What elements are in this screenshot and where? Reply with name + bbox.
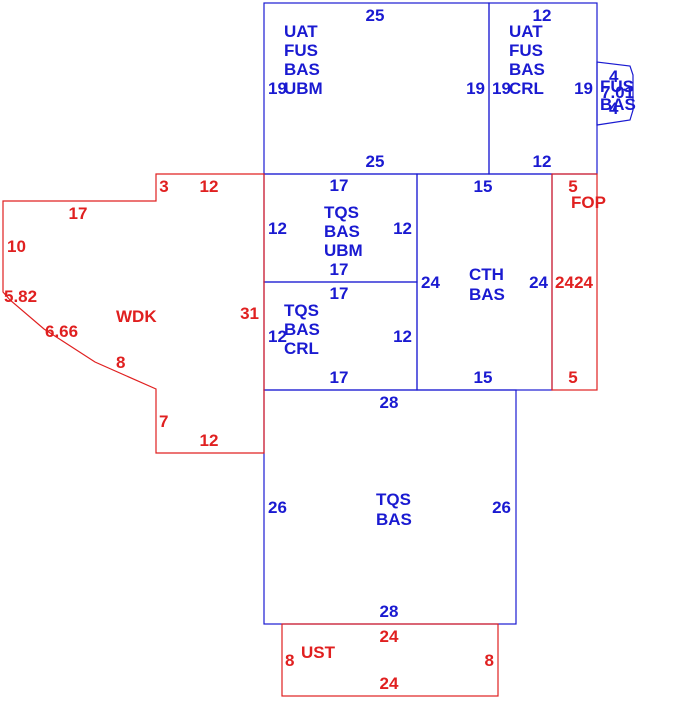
dimension-label: 10 bbox=[7, 237, 26, 256]
dimension-label: 24 bbox=[380, 627, 399, 646]
area-code-line: UAT bbox=[284, 22, 318, 41]
area-outline-fop bbox=[551, 173, 598, 391]
dimension-label: 17 bbox=[330, 176, 349, 195]
area-code-line: TQS bbox=[376, 490, 411, 509]
dimension-label: 12 bbox=[533, 6, 552, 25]
area-code-line: TQS bbox=[284, 301, 319, 320]
area-code-line: BAS bbox=[324, 222, 360, 241]
dimension-label: 8 bbox=[116, 353, 125, 372]
area-outline-ust bbox=[281, 623, 499, 697]
area-code-line: BAS bbox=[376, 510, 412, 529]
dimension-label: 19 bbox=[268, 79, 287, 98]
dimension-label: 15 bbox=[474, 368, 493, 387]
area-outline-wdk bbox=[2, 173, 265, 454]
dimension-label: 26 bbox=[268, 498, 287, 517]
area-code-line: FOP bbox=[571, 193, 606, 212]
dimension-label: 17 bbox=[330, 368, 349, 387]
dimension-label: 17 bbox=[330, 260, 349, 279]
dimension-label: 12 bbox=[200, 431, 219, 450]
dimension-label: 12 bbox=[533, 152, 552, 171]
dimension-label: 12 bbox=[393, 327, 412, 346]
dimension-label: 28 bbox=[380, 393, 399, 412]
area-code-line: UBM bbox=[324, 241, 363, 260]
dimension-label: 26 bbox=[492, 498, 511, 517]
dimension-label: 15 bbox=[474, 177, 493, 196]
area-code-line: FUS bbox=[284, 41, 318, 60]
area-code-line: UBM bbox=[284, 79, 323, 98]
area-code-line: FUS bbox=[509, 41, 543, 60]
dimension-label: 24 bbox=[555, 273, 574, 292]
dimension-label: 12 bbox=[268, 327, 287, 346]
dimension-label: 28 bbox=[380, 602, 399, 621]
dimension-label: 19 bbox=[466, 79, 485, 98]
dimension-label: 7 bbox=[159, 412, 168, 431]
dimension-label: 24 bbox=[421, 273, 440, 292]
dimension-label: 3 bbox=[159, 177, 168, 196]
area-code-line: TQS bbox=[324, 203, 359, 222]
dimension-label: 24 bbox=[380, 674, 399, 693]
dimension-label: 24 bbox=[574, 273, 593, 292]
dimension-label: 6.66 bbox=[45, 322, 78, 341]
dimension-label: 25 bbox=[366, 6, 385, 25]
dimension-label: 25 bbox=[366, 152, 385, 171]
dimension-label: 5 bbox=[568, 177, 577, 196]
dimension-label: 5.82 bbox=[4, 287, 37, 306]
dimension-label: 8 bbox=[285, 651, 294, 670]
area-code-line: WDK bbox=[116, 307, 157, 326]
area-code-line: FUS bbox=[600, 77, 634, 96]
dimension-label: 12 bbox=[200, 177, 219, 196]
dimension-label: 24 bbox=[529, 273, 548, 292]
area-code-line: BAS bbox=[284, 60, 320, 79]
area-code-line: UAT bbox=[509, 22, 543, 41]
area-code-line: CTH bbox=[469, 265, 504, 284]
dimension-label: 17 bbox=[69, 204, 88, 223]
area-code-line: BAS bbox=[509, 60, 545, 79]
area-code-line: BAS bbox=[600, 95, 636, 114]
dimension-label: 4 bbox=[609, 67, 619, 86]
dimension-label: 7.01 bbox=[601, 83, 634, 102]
dimension-label: 31 bbox=[240, 304, 259, 323]
dimension-label: 12 bbox=[268, 219, 287, 238]
dimension-label: 12 bbox=[393, 219, 412, 238]
dimension-label: 5 bbox=[568, 368, 577, 387]
area-code-line: BAS bbox=[469, 285, 505, 304]
dimension-label: 17 bbox=[330, 284, 349, 303]
area-code-line: BAS bbox=[284, 320, 320, 339]
area-code-line: CRL bbox=[509, 79, 544, 98]
area-code-line: UST bbox=[301, 643, 336, 662]
area-outline-fus-bas-small bbox=[596, 61, 634, 126]
dimension-label: 8 bbox=[485, 651, 494, 670]
dimension-label: 19 bbox=[492, 79, 511, 98]
area-code-line: CRL bbox=[284, 339, 319, 358]
dimension-label: 4 bbox=[609, 99, 619, 118]
dimension-label: 19 bbox=[574, 79, 593, 98]
